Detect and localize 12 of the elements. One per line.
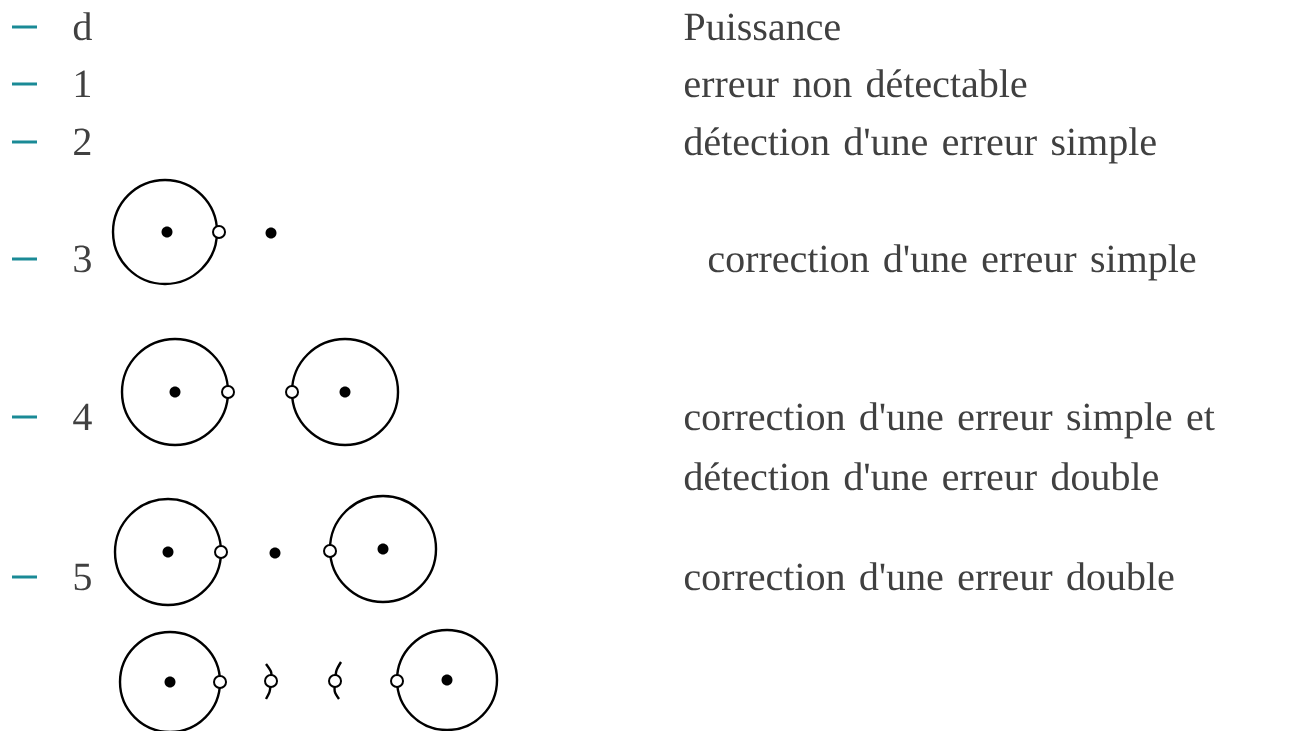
list-text: Puissance [684, 13, 840, 41]
list-text: erreur non détectable [685, 69, 1027, 98]
list-text: 1 [75, 70, 90, 97]
list-text: d [73, 12, 92, 41]
list-text: 2 [74, 128, 91, 155]
list-text: détection d'une erreur simple [684, 127, 1156, 164]
list-text: correction d'une erreur double [684, 562, 1174, 591]
list-text: 4 [73, 403, 92, 430]
list-text: correction d'une erreur simple [708, 244, 1196, 281]
list-text: 5 [74, 563, 91, 591]
list-text: 3 [74, 245, 91, 273]
list-text: correction d'une erreur simple et détection d'une erreur double [684, 402, 1215, 491]
